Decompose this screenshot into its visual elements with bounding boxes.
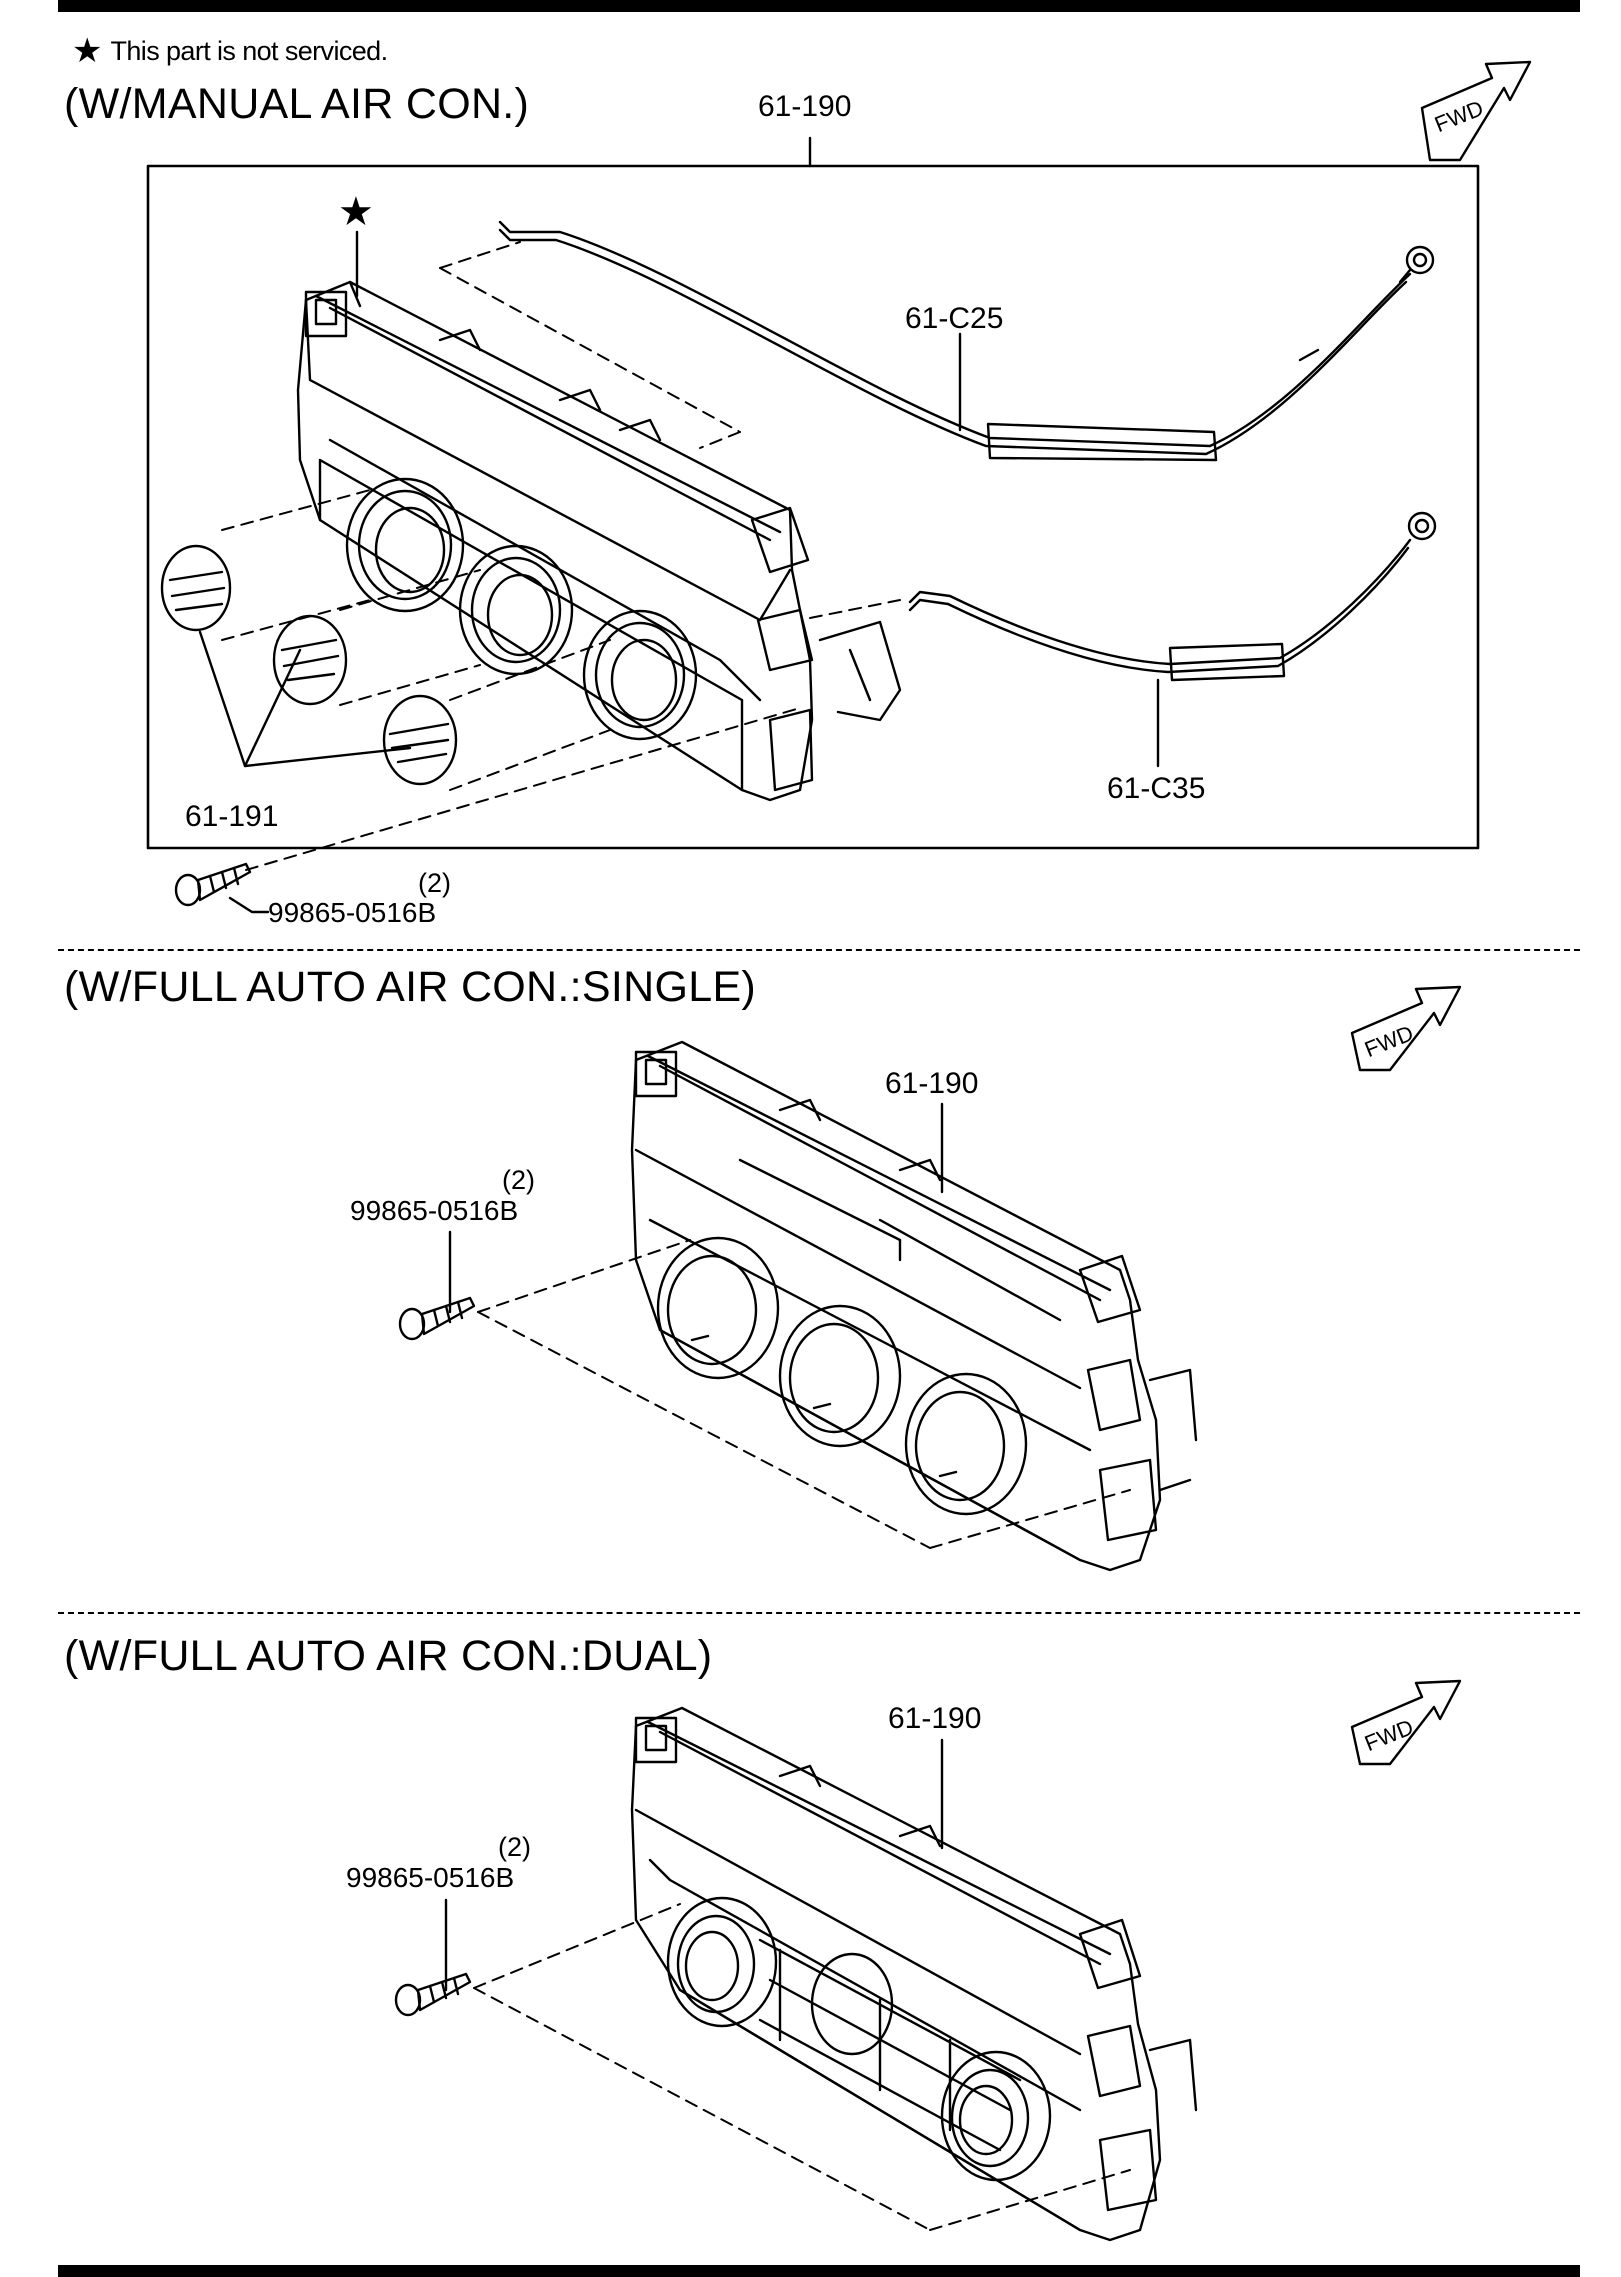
part-label-cable-upper: 61-C25 [905,302,1004,335]
section-heading-auto-single: (W/FULL AUTO AIR CON.:SINGLE) [64,963,757,1011]
screw-single [398,1296,476,1341]
screw-qty-manual: (2) [418,868,451,898]
knob-center [272,614,348,706]
screw-qty-single: (2) [502,1165,535,1195]
screw-qty-dual: (2) [498,1832,531,1862]
fwd-arrow-icon [1350,1679,1462,1766]
fwd-arrow-icon [1420,60,1532,162]
top-border-bar [58,0,1580,12]
cable-upper [498,220,1435,462]
part-label-knobs: 61-191 [185,800,279,833]
part-label-panel-manual: 61-190 [758,90,852,123]
dial-dual-right [940,2050,1052,2182]
leader-knobs [198,630,302,768]
knob-left [160,544,232,632]
not-serviced-star-mark: ★ [338,190,374,234]
fwd-arrow-icon [1350,985,1462,1072]
knob-right [382,694,458,786]
screw-manual [174,862,270,914]
star-icon: ★ [72,32,103,70]
section-divider-2 [58,1612,1580,1614]
auto-dual-assembly [394,1706,1198,2242]
part-label-screw-single: 99865-0516B [350,1195,519,1226]
dial-single-center [778,1304,902,1448]
section-heading-auto-dual: (W/FULL AUTO AIR CON.:DUAL) [64,1632,713,1680]
dial-single-left [656,1236,780,1380]
dial-dual-left [666,1896,778,2028]
not-serviced-note: ★ This part is not serviced. [72,34,388,68]
part-label-cable-lower: 61-C35 [1107,772,1206,805]
part-label-panel-single: 61-190 [885,1067,979,1100]
control-panel-manual [296,280,902,802]
dial-bezel-left [345,477,465,613]
dial-bezel-right [582,609,698,741]
section-heading-manual: (W/MANUAL AIR CON.) [64,80,530,128]
bottom-border-bar [58,2265,1580,2277]
control-panel-single [630,1040,1198,1572]
dial-single-right [904,1372,1028,1516]
screw-dual [394,1972,472,2017]
cable-lower [908,511,1437,768]
part-label-screw-manual: 99865-0516B [268,897,437,928]
part-label-panel-dual: 61-190 [888,1702,982,1735]
not-serviced-note-text: This part is not serviced. [110,35,388,66]
control-panel-dual [630,1706,1198,2242]
section-divider-1 [58,949,1580,951]
auto-single-assembly [398,1040,1198,1572]
manual-assembly [146,136,1480,914]
dial-bezel-center [458,544,574,676]
part-label-screw-dual: 99865-0516B [346,1862,515,1893]
